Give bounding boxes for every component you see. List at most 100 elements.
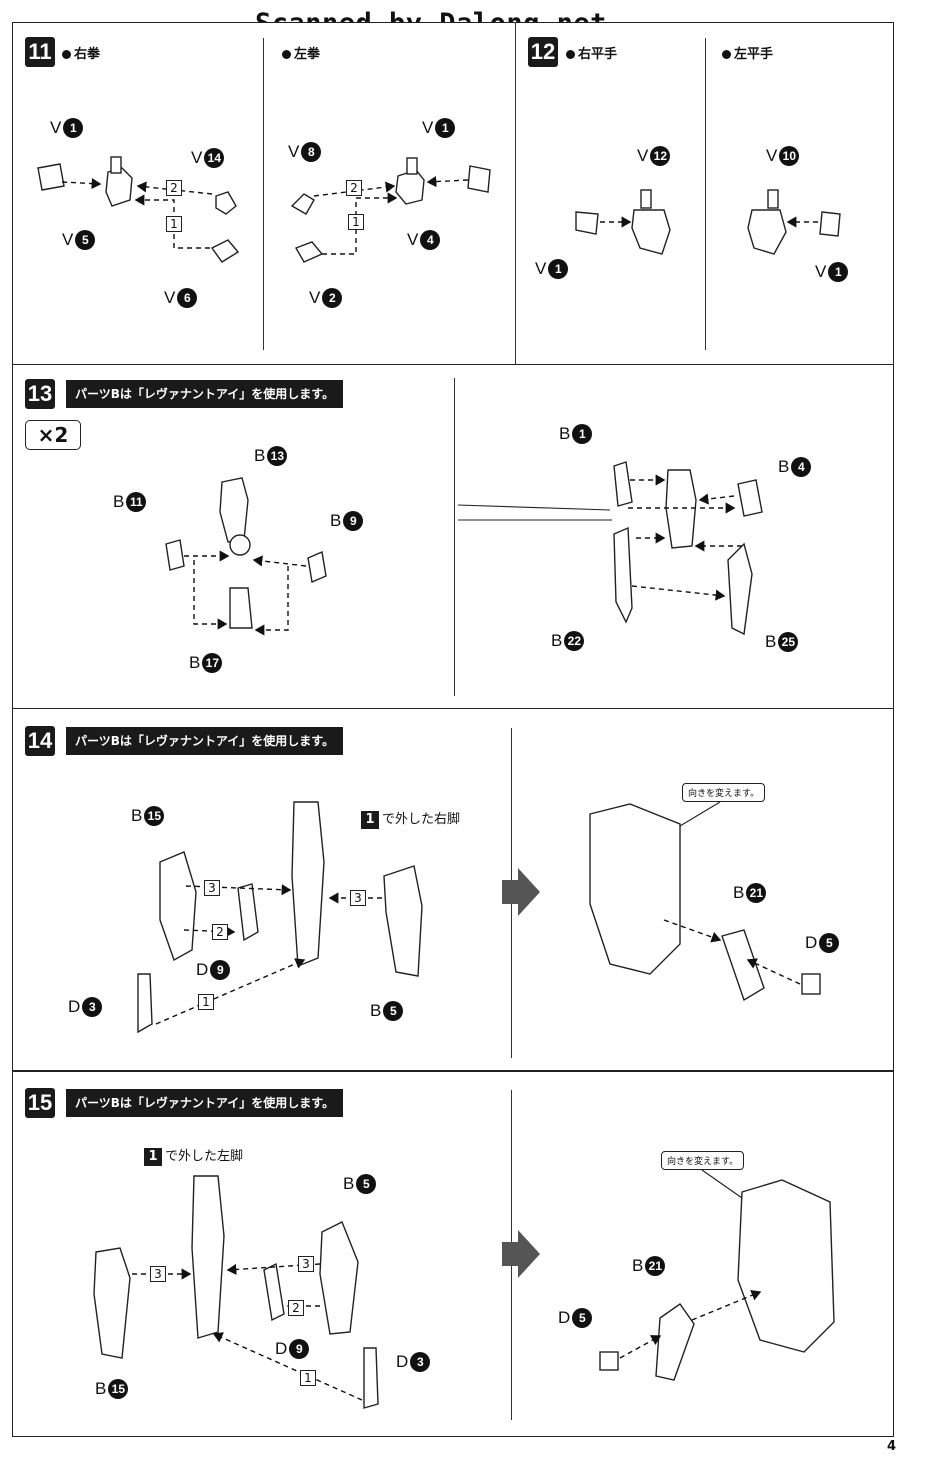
panel-step-13 (12, 364, 894, 709)
order-mark: 3 (150, 1266, 166, 1282)
assembly-arrow (61, 177, 102, 190)
part-shape (589, 803, 681, 975)
assembly-arrow (619, 1335, 662, 1359)
left-fist-label: 左拳 (282, 43, 320, 62)
part-shape (665, 469, 697, 549)
part-shape (737, 1179, 835, 1353)
part-shape (159, 851, 197, 962)
part-shape (191, 1175, 225, 1339)
step-number: 15 (25, 1088, 55, 1118)
assembly-arrow (426, 175, 469, 188)
page-number: 4 (886, 1439, 896, 1454)
divider (263, 38, 265, 350)
order-mark: 3 (204, 880, 220, 896)
bullet-icon (722, 50, 731, 59)
divider (515, 22, 517, 364)
process-arrow-icon (502, 868, 540, 916)
part-shape (165, 539, 185, 571)
panel-steps-11-12 (12, 22, 894, 365)
part-shape (613, 461, 633, 507)
part-shape (307, 551, 327, 583)
callout-note: 向きを変えます。 (682, 783, 766, 802)
assembly-arrow (212, 1332, 363, 1401)
assembly-arrow (193, 560, 228, 630)
order-mark: 1 (198, 994, 214, 1010)
part-shape (105, 167, 133, 207)
part-shape (467, 165, 491, 193)
part-shape (210, 239, 240, 263)
leader-line (701, 1169, 743, 1199)
part-shape (383, 865, 423, 977)
part-shape (93, 1247, 131, 1359)
part-shape (801, 973, 821, 995)
assembly-arrow (663, 919, 722, 943)
part-shape (767, 189, 779, 209)
parts-note-banner: パーツBは「レヴァナントアイ」を使用します。 (66, 380, 344, 408)
part-shape (237, 883, 259, 942)
assembly-arrow (746, 958, 801, 985)
part-shape (575, 211, 599, 235)
divider (705, 38, 707, 350)
part-shape (631, 209, 671, 255)
part-shape (727, 542, 753, 636)
part-shape (137, 973, 153, 1034)
bullet-icon (282, 50, 291, 59)
part-shape (290, 193, 315, 215)
order-mark: 2 (288, 1300, 304, 1316)
part-shape (263, 1262, 285, 1322)
step-number: 14 (25, 726, 55, 756)
assembly-arrow (322, 192, 398, 255)
part-shape (406, 157, 418, 175)
assembly-arrow (698, 493, 735, 505)
assembly-arrow (134, 194, 210, 249)
part-shape (395, 169, 425, 205)
part-shape (219, 477, 249, 543)
right-flat-hand-label: 右平手 (566, 43, 617, 62)
leader-line (457, 504, 611, 511)
order-mark: 1 (348, 214, 364, 230)
part-shape (613, 526, 633, 624)
step-number: 12 (528, 37, 558, 67)
part-shape (229, 534, 251, 556)
right-fist-label: 右拳 (62, 43, 100, 62)
part-shape (37, 163, 65, 191)
bullet-icon (566, 50, 575, 59)
order-mark: 3 (350, 890, 366, 906)
divider (454, 378, 456, 696)
assembly-arrow (631, 585, 726, 601)
part-shape (215, 191, 237, 215)
part-shape (363, 1347, 379, 1409)
part-shape (291, 801, 325, 968)
part-shape (721, 929, 765, 1002)
order-mark: 2 (166, 180, 182, 196)
part-shape (599, 1351, 619, 1371)
assembly-arrow (254, 566, 289, 636)
